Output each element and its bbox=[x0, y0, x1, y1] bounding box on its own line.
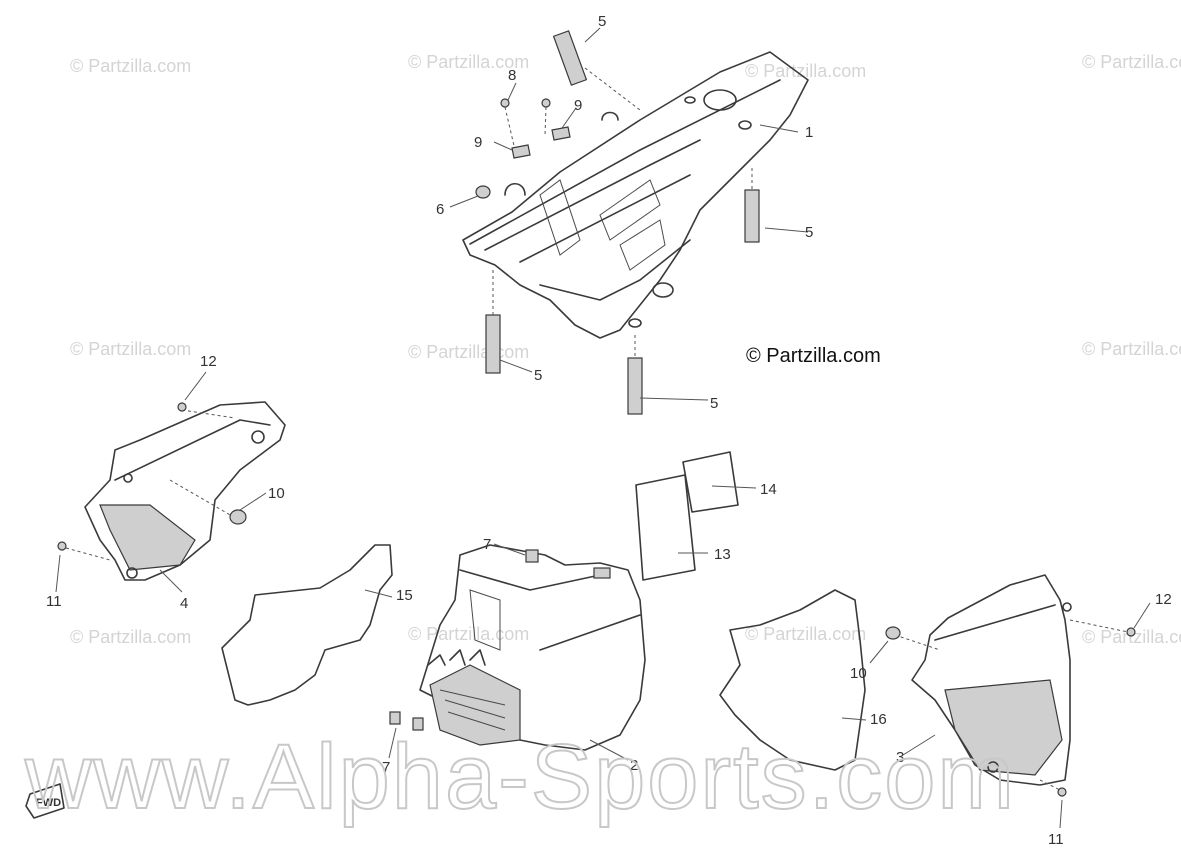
callout-12: 12 bbox=[200, 353, 217, 370]
callout-2: 2 bbox=[630, 757, 638, 774]
callout-13: 13 bbox=[714, 546, 731, 563]
callout-10: 10 bbox=[268, 485, 285, 502]
callout-10: 10 bbox=[850, 665, 867, 682]
watermark-text: © Partzilla.com bbox=[745, 624, 866, 644]
watermark-text: © Partzilla.com bbox=[70, 56, 191, 76]
pad-13-part bbox=[635, 474, 696, 581]
callout-5: 5 bbox=[805, 224, 813, 241]
site-watermark: www.Alpha-Sports.com bbox=[24, 726, 1016, 828]
callout-6: 6 bbox=[436, 201, 444, 218]
callout-9: 9 bbox=[474, 134, 482, 151]
watermark-text: © Partzilla.com bbox=[1082, 627, 1181, 647]
left-bracket-part bbox=[65, 401, 286, 581]
callout-15: 15 bbox=[396, 587, 413, 604]
callout-5: 5 bbox=[598, 13, 606, 30]
leader-lines bbox=[55, 27, 1151, 829]
screw-11-right bbox=[1057, 787, 1067, 797]
nut-10-right bbox=[885, 626, 901, 640]
callout-16: 16 bbox=[870, 711, 887, 728]
callout-5: 5 bbox=[534, 367, 542, 384]
fwd-arrow-icon: FWD bbox=[25, 783, 65, 819]
watermark-text: © Partzilla.com bbox=[408, 52, 529, 72]
fwd-label: FWD bbox=[36, 797, 61, 809]
watermark-text: © Partzilla.com bbox=[745, 61, 866, 81]
watermark-text: © Partzilla.com bbox=[1082, 339, 1181, 359]
watermark-text: © Partzilla.com bbox=[1082, 52, 1181, 72]
callout-14: 14 bbox=[760, 481, 777, 498]
right-panel-part bbox=[719, 589, 866, 771]
callout-1: 1 bbox=[805, 124, 813, 141]
clips-7 bbox=[389, 549, 539, 731]
watermark-text: © Partzilla.com bbox=[70, 627, 191, 647]
nut-10-left bbox=[229, 509, 247, 525]
callout-3: 3 bbox=[896, 749, 904, 766]
battery-tray-part bbox=[419, 544, 646, 751]
left-panel-part bbox=[221, 544, 393, 706]
callout-9: 9 bbox=[574, 97, 582, 114]
callout-11: 11 bbox=[1048, 831, 1064, 848]
screw-11-left bbox=[57, 541, 67, 551]
watermark-grid: © Partzilla.com © Partzilla.com © Partzi… bbox=[70, 52, 1181, 647]
callout-7: 7 bbox=[382, 759, 390, 776]
fasteners-top bbox=[475, 30, 760, 415]
pad-14-part bbox=[682, 451, 739, 513]
watermark-text: © Partzilla.com bbox=[70, 339, 191, 359]
callout-12: 12 bbox=[1155, 591, 1172, 608]
copyright-label: © Partzilla.com bbox=[746, 345, 881, 367]
nut-12-left bbox=[177, 402, 187, 412]
callout-labels: 1 2 3 4 5 5 5 5 6 7 7 8 9 9 10 10 11 11 … bbox=[46, 13, 1172, 848]
nut-12-right bbox=[1126, 627, 1136, 637]
callout-11: 11 bbox=[46, 593, 62, 610]
right-bracket-part bbox=[894, 574, 1129, 791]
callout-4: 4 bbox=[180, 595, 188, 612]
callout-7: 7 bbox=[483, 536, 491, 553]
callout-8: 8 bbox=[508, 67, 516, 84]
rear-frame-part bbox=[462, 51, 809, 339]
watermark-text: © Partzilla.com bbox=[408, 342, 529, 362]
callout-5: 5 bbox=[710, 395, 718, 412]
watermark-text: © Partzilla.com bbox=[408, 624, 529, 644]
